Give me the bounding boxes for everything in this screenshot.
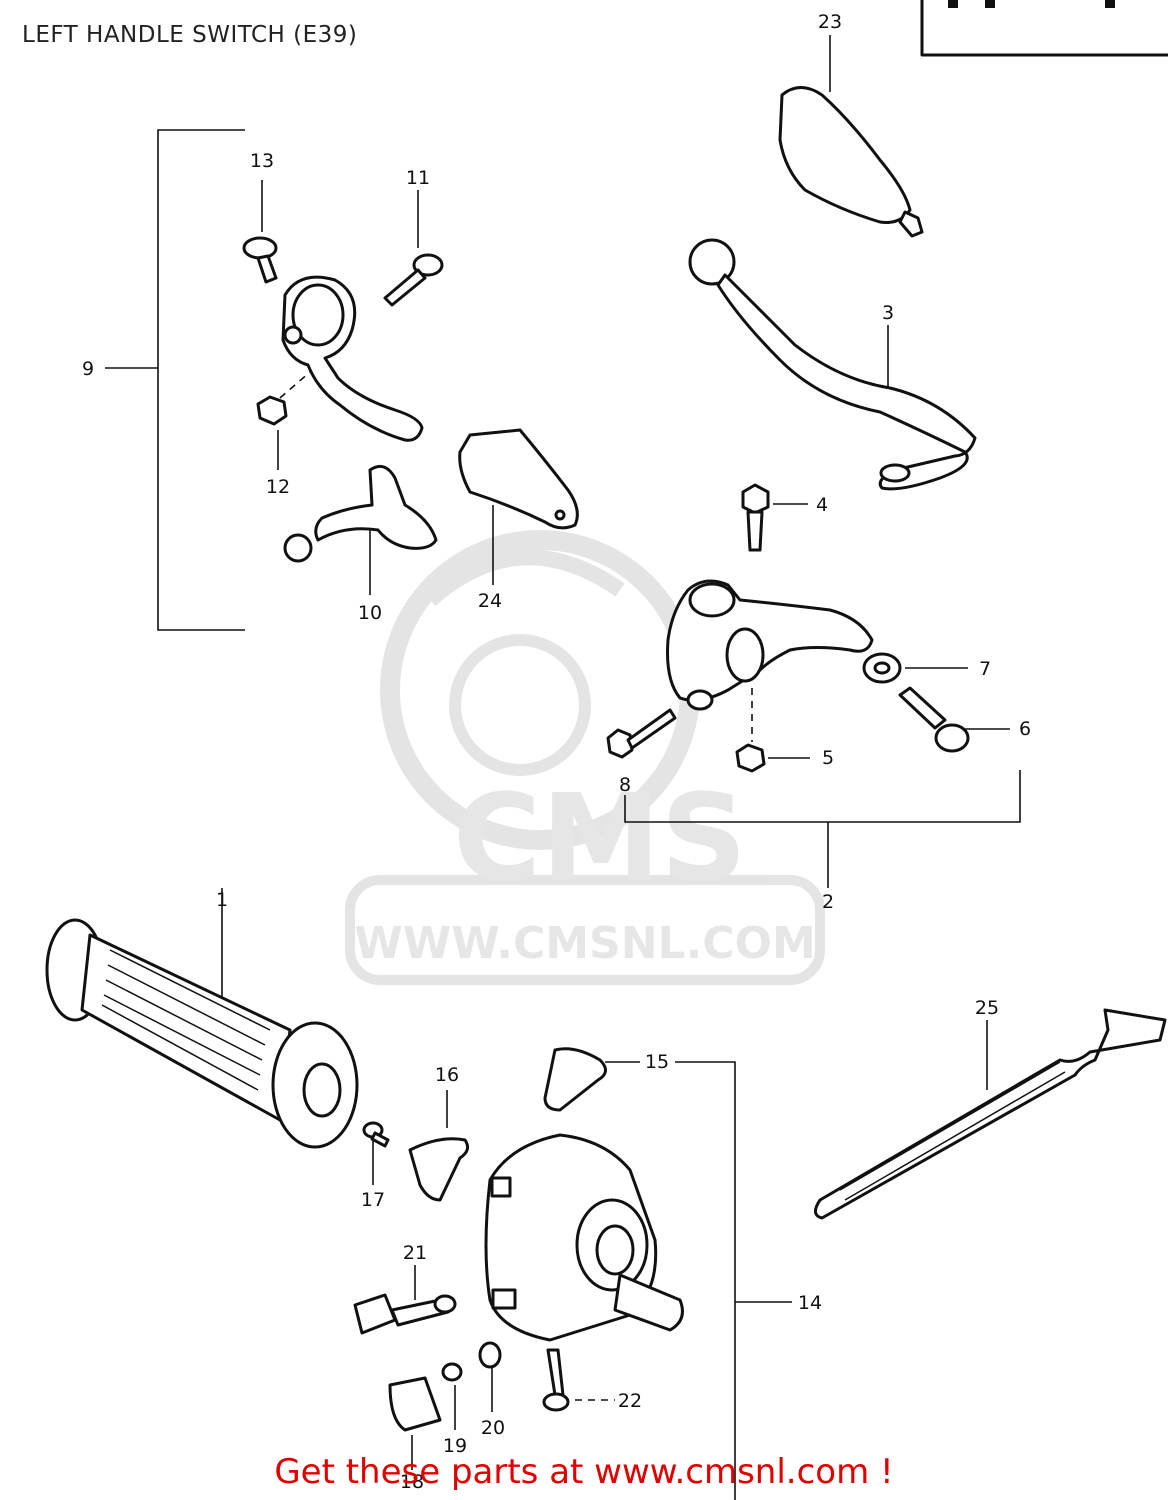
part-12-nut bbox=[256, 395, 288, 426]
part-11-bolt bbox=[383, 253, 444, 307]
part-24-cover bbox=[458, 428, 579, 530]
callout-10: 10 bbox=[358, 602, 382, 624]
part-7-washer bbox=[862, 652, 902, 684]
callout-9: 9 bbox=[82, 358, 94, 380]
diagram-title: LEFT HANDLE SWITCH (E39) bbox=[22, 22, 358, 48]
callout-11: 11 bbox=[406, 167, 430, 189]
part-14-switch-housing bbox=[484, 1133, 684, 1342]
callout-21: 21 bbox=[403, 1242, 427, 1264]
callout-13: 13 bbox=[250, 150, 274, 172]
callout-8: 8 bbox=[619, 774, 631, 796]
callout-22: 22 bbox=[618, 1390, 642, 1412]
callout-labels: 1 2 3 4 5 6 7 8 9 10 11 12 13 14 15 16 1… bbox=[82, 11, 1031, 1493]
callout-23: 23 bbox=[818, 11, 842, 33]
part-18-knob bbox=[388, 1376, 442, 1432]
callout-24: 24 bbox=[478, 590, 502, 612]
part-22-screw bbox=[542, 1348, 570, 1412]
callout-15: 15 bbox=[645, 1051, 669, 1073]
callout-25: 25 bbox=[975, 997, 999, 1019]
part-4-bolt bbox=[741, 483, 770, 552]
callout-14: 14 bbox=[798, 1292, 822, 1314]
part-6-bolt bbox=[898, 686, 970, 753]
callout-3: 3 bbox=[882, 302, 894, 324]
callout-20: 20 bbox=[481, 1417, 505, 1439]
callout-4: 4 bbox=[816, 494, 828, 516]
callout-7: 7 bbox=[979, 658, 991, 680]
callout-18: 18 bbox=[400, 1471, 424, 1493]
callout-16: 16 bbox=[435, 1064, 459, 1086]
part-3-lever bbox=[688, 238, 977, 491]
callout-19: 19 bbox=[443, 1435, 467, 1457]
part-2-lever-holder bbox=[666, 579, 874, 711]
part-10-lever bbox=[283, 464, 438, 563]
watermark: CMS WWW.CMSNL.COM bbox=[345, 530, 825, 985]
part-20-spring bbox=[478, 1341, 502, 1369]
part-1-grip bbox=[45, 918, 359, 1149]
part-21-switch bbox=[353, 1293, 457, 1335]
part-9-lever-holder bbox=[281, 275, 424, 442]
callout-1: 1 bbox=[216, 889, 228, 911]
part-13-screw bbox=[242, 236, 278, 284]
part-25-band bbox=[814, 1008, 1167, 1220]
callout-12: 12 bbox=[266, 476, 290, 498]
part-17-screw bbox=[362, 1121, 390, 1148]
inset-box bbox=[920, 0, 1168, 57]
part-8-bolt bbox=[606, 708, 677, 759]
leader-lines bbox=[105, 35, 1021, 1500]
part-23-boot bbox=[778, 86, 924, 238]
part-15-knob bbox=[543, 1047, 607, 1112]
part-16-knob bbox=[408, 1137, 470, 1202]
callout-6: 6 bbox=[1019, 718, 1031, 740]
footer-link-text[interactable]: Get these parts at www.cmsnl.com ! bbox=[274, 1452, 894, 1492]
callout-17: 17 bbox=[361, 1189, 385, 1211]
watermark-url: WWW.CMSNL.COM bbox=[354, 918, 816, 969]
part-5-nut bbox=[735, 743, 766, 773]
callout-2: 2 bbox=[822, 891, 834, 913]
watermark-brand: CMS bbox=[453, 770, 747, 909]
callout-5: 5 bbox=[822, 747, 834, 769]
part-19-pin bbox=[441, 1362, 463, 1382]
